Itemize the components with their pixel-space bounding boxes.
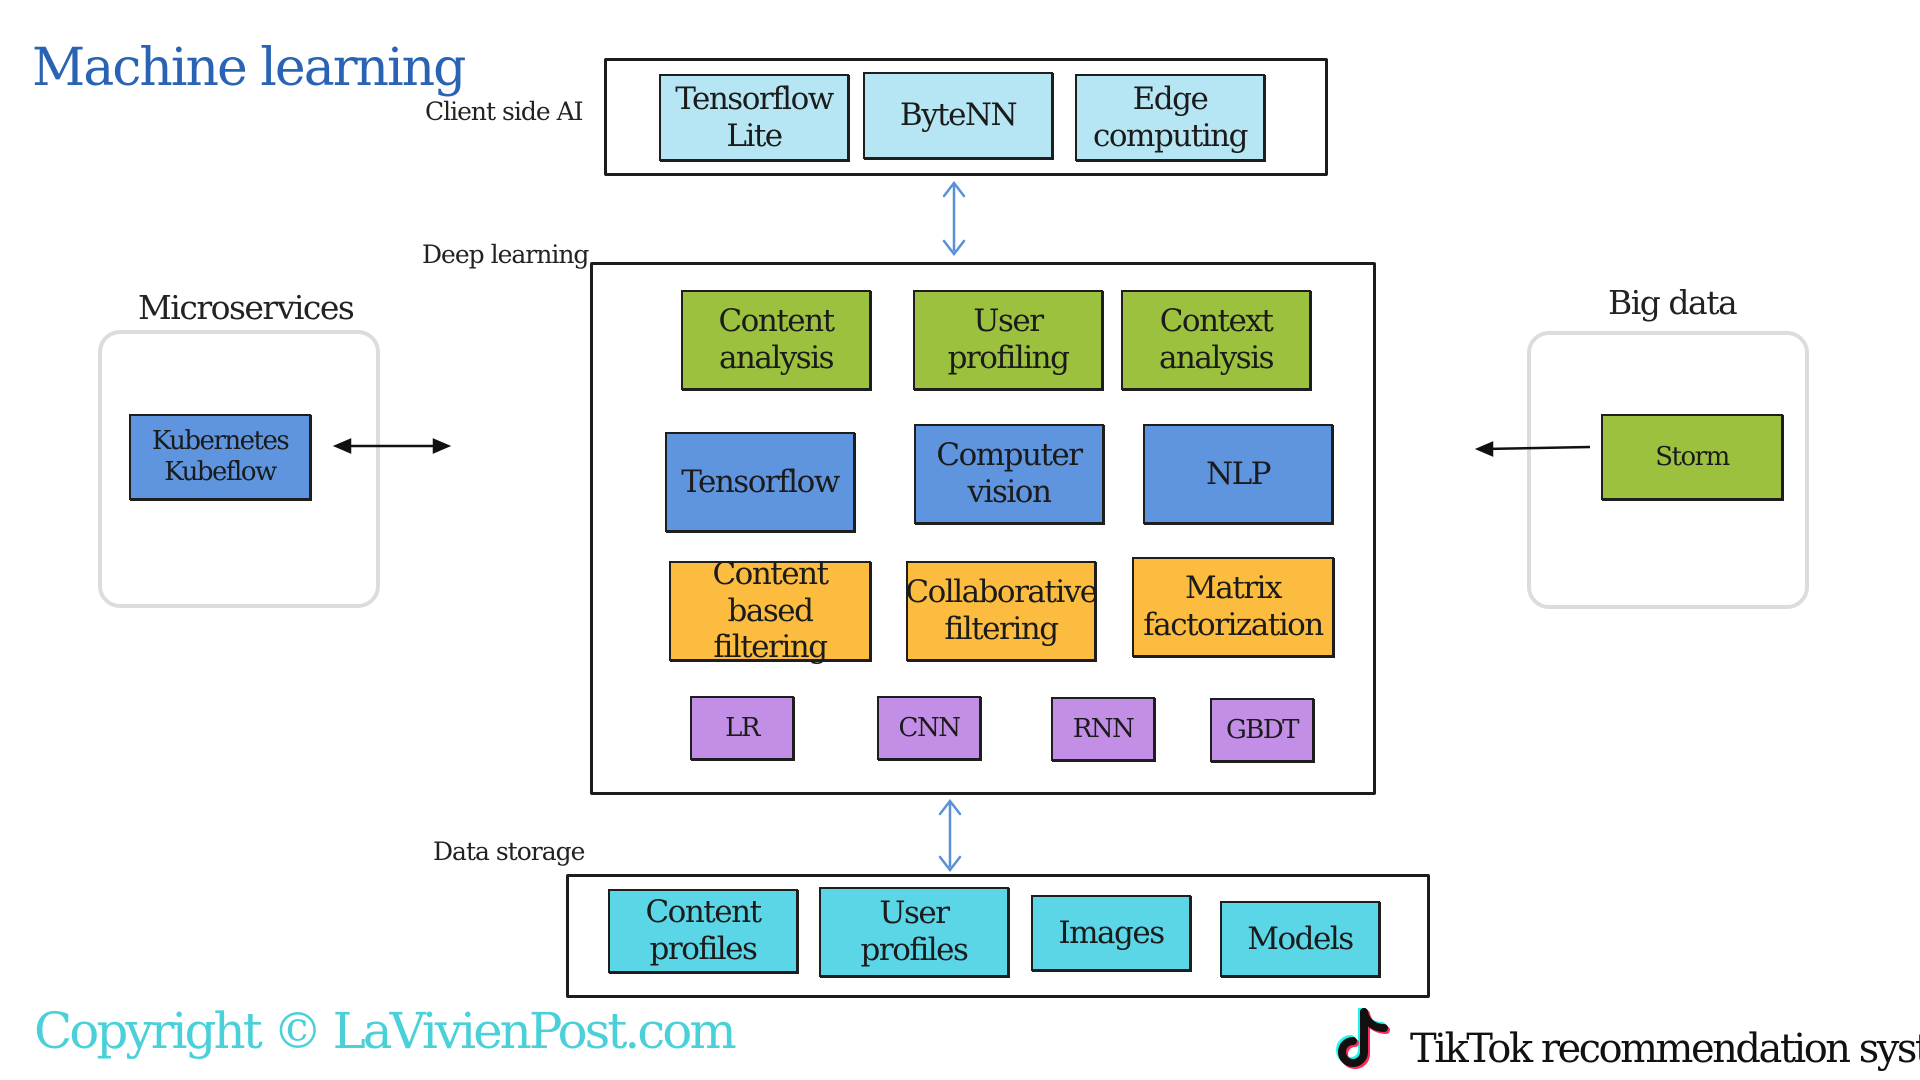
tiktok-logo-icon (1334, 1006, 1394, 1074)
storage-item-images: Images (1031, 895, 1191, 971)
dl-item-content-analysis: Content analysis (681, 290, 871, 390)
copyright-text: Copyright © LaVivienPost.com (34, 1002, 737, 1060)
dl-item-lr: LR (690, 696, 794, 760)
storage-item-models: Models (1220, 901, 1380, 977)
page-title: Machine learning (32, 38, 466, 98)
dl-item-label: CNN (898, 712, 961, 743)
client-side-ai-label: Client side AI (425, 97, 584, 126)
microservices-label: Microservices (138, 288, 355, 327)
client-item-label: ByteNN (899, 97, 1018, 134)
dl-item-matrix-factorization: Matrix factorization (1132, 557, 1334, 657)
dl-item-label: Collaborative filtering (905, 574, 1098, 647)
big-data-item-label: Storm (1655, 441, 1730, 472)
dl-item-label: User profiling (947, 303, 1070, 376)
storage-item-user-profiles: User profiles (819, 887, 1009, 977)
dl-item-label: GBDT (1225, 714, 1300, 745)
dl-item-collaborative-filtering: Collaborative filtering (905, 561, 1098, 661)
big-data-label: Big data (1608, 283, 1738, 322)
storage-item-content-profiles: Content profiles (608, 889, 798, 973)
dl-item-cnn: CNN (877, 696, 981, 760)
dl-item-context-analysis: Context analysis (1121, 290, 1311, 390)
client-item-label: Tensorflow Lite (675, 80, 834, 154)
storage-item-label: Images (1058, 914, 1165, 951)
data-storage-label: Data storage (433, 837, 585, 866)
client-item-tensorflow-lite: Tensorflow Lite (659, 74, 849, 161)
dl-item-label: LR (725, 712, 760, 743)
microservices-item-kubernetes-kubeflow: Kubernetes Kubeflow (129, 414, 311, 500)
dl-item-label: Computer vision (936, 437, 1083, 510)
dl-item-label: NLP (1205, 455, 1272, 492)
dl-item-label: Tensorflow (681, 463, 840, 500)
client-item-edge-computing: Edge computing (1075, 74, 1265, 161)
download-arrow (942, 180, 966, 257)
dl-item-user-profiling: User profiling (913, 290, 1103, 390)
dl-item-tensorflow: Tensorflow (665, 432, 855, 532)
diagram-caption: TikTok recommendation system (1410, 1026, 1920, 1072)
storage-item-label: Models (1247, 920, 1354, 957)
client-item-label: Edge computing (1093, 80, 1248, 154)
dl-item-label: Content based filtering (712, 556, 829, 666)
big-data-item-storm: Storm (1601, 414, 1783, 500)
data-storage-frame (566, 874, 1430, 998)
dl-item-label: Matrix factorization (1143, 570, 1324, 643)
storage-item-label: User profiles (860, 895, 969, 968)
deep-learning-label: Deep learning (422, 240, 589, 269)
dl-item-label: RNN (1072, 713, 1135, 744)
client-item-bytenn: ByteNN (863, 72, 1053, 159)
dl-item-content-based-filtering: Content based filtering (669, 556, 871, 665)
dl-item-computer-vision: Computer vision (914, 424, 1104, 524)
read-write-arrow (938, 798, 962, 873)
deep-learning-frame (590, 262, 1376, 795)
dl-item-label: Content analysis (718, 303, 835, 376)
storage-item-label: Content profiles (645, 894, 762, 967)
client-side-frame (604, 58, 1328, 176)
dl-item-rnn: RNN (1051, 697, 1155, 761)
dl-item-nlp: NLP (1143, 424, 1333, 524)
dl-item-label: Context analysis (1158, 303, 1275, 376)
microservices-frame (98, 330, 380, 608)
microservices-item-label: Kubernetes Kubeflow (151, 426, 290, 487)
big-data-frame (1527, 331, 1809, 609)
dl-item-gbdt: GBDT (1210, 698, 1314, 762)
